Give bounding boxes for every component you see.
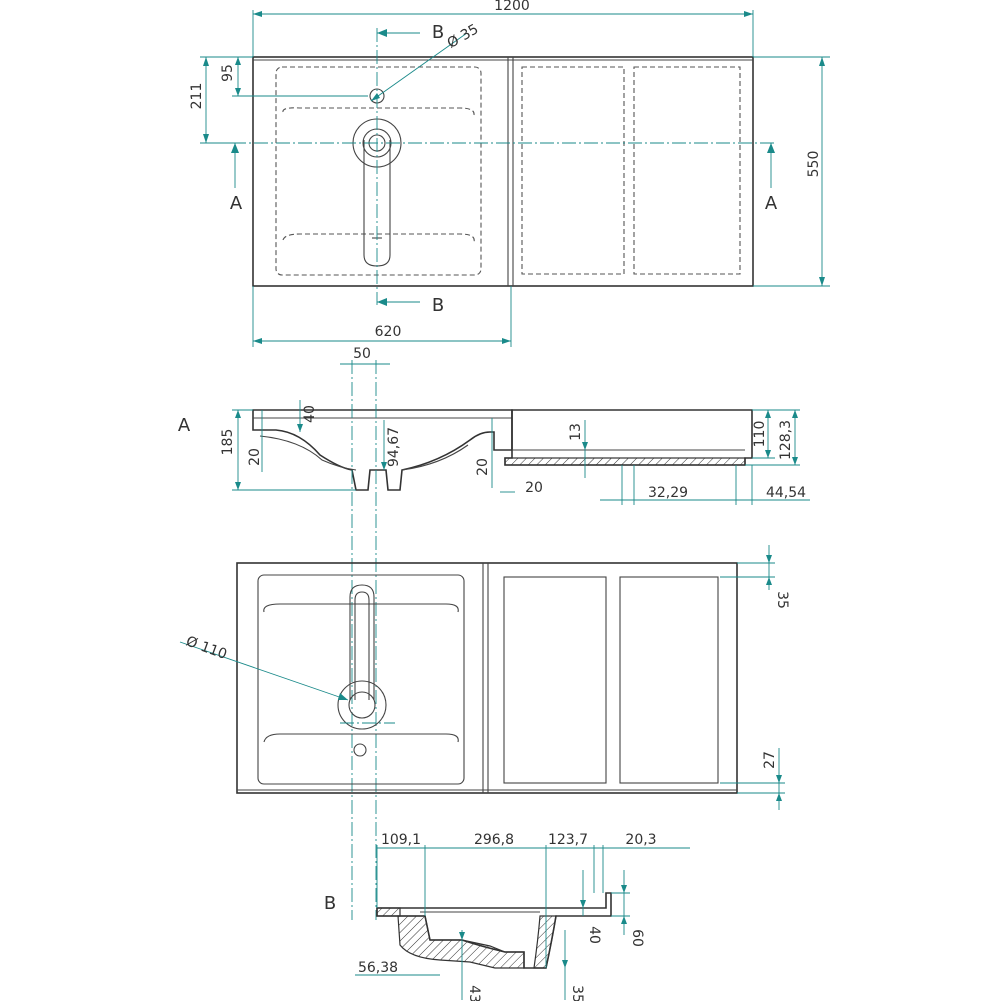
dim-109-1: 109,1 (381, 832, 421, 848)
section-b-view: B 109,1 296,8 123,7 20,3 40 60 56,38 (324, 832, 690, 1001)
dim-550: 550 (806, 151, 822, 178)
counter-profile (504, 409, 753, 466)
dim-60-b: 60 (629, 929, 645, 947)
dim-40-b: 40 (586, 926, 602, 944)
dim-dia-110: Ø 110 (184, 634, 229, 663)
dim-20-3: 20,3 (625, 832, 656, 848)
bottom-view: Ø 110 35 27 (179, 545, 790, 810)
top-view: 1200 550 211 95 Ø 35 B B A (189, 0, 830, 347)
basin-profile (252, 409, 513, 491)
bottom-overflow-hole (353, 743, 367, 757)
top-outline (252, 56, 754, 287)
dim-110: 110 (752, 421, 768, 448)
dim-1200: 1200 (494, 0, 530, 14)
dim-35-bottom: 35 (774, 591, 790, 609)
dim-128-3: 128,3 (778, 420, 794, 460)
bottom-drain (337, 680, 387, 730)
dim-94-67: 94,67 (386, 427, 402, 467)
dim-20-bottom: 20 (525, 480, 543, 496)
section-b-label: B (324, 893, 336, 914)
dim-43: 43 (466, 985, 482, 1001)
bottom-outline (236, 562, 738, 794)
dim-123-7: 123,7 (548, 832, 588, 848)
dim-95: 95 (220, 64, 236, 82)
section-marker-b-bottom: B (432, 295, 444, 316)
section-marker-b-top: B (432, 22, 444, 43)
dim-40: 40 (302, 405, 318, 423)
dim-44-54: 44,54 (766, 485, 806, 501)
dim-20-left: 20 (247, 448, 263, 466)
section-a-label: A (178, 415, 191, 436)
section-marker-a-right: A (765, 193, 778, 214)
dim-dia-35: Ø 35 (445, 21, 482, 52)
dim-20-mid: 20 (475, 458, 491, 476)
dim-35-b: 35 (569, 985, 585, 1001)
dim-27: 27 (762, 751, 778, 769)
dim-56-38: 56,38 (358, 960, 398, 976)
dim-296-8: 296,8 (474, 832, 514, 848)
dim-185: 185 (220, 429, 236, 456)
dim-620: 620 (375, 324, 402, 340)
section-a-view: A 50 40 94,67 185 20 20 (178, 346, 810, 920)
dim-211: 211 (189, 83, 205, 110)
dim-32-29: 32,29 (648, 485, 688, 501)
dim-50: 50 (353, 346, 371, 362)
dim-13: 13 (568, 423, 584, 441)
section-marker-a-left: A (230, 193, 243, 214)
